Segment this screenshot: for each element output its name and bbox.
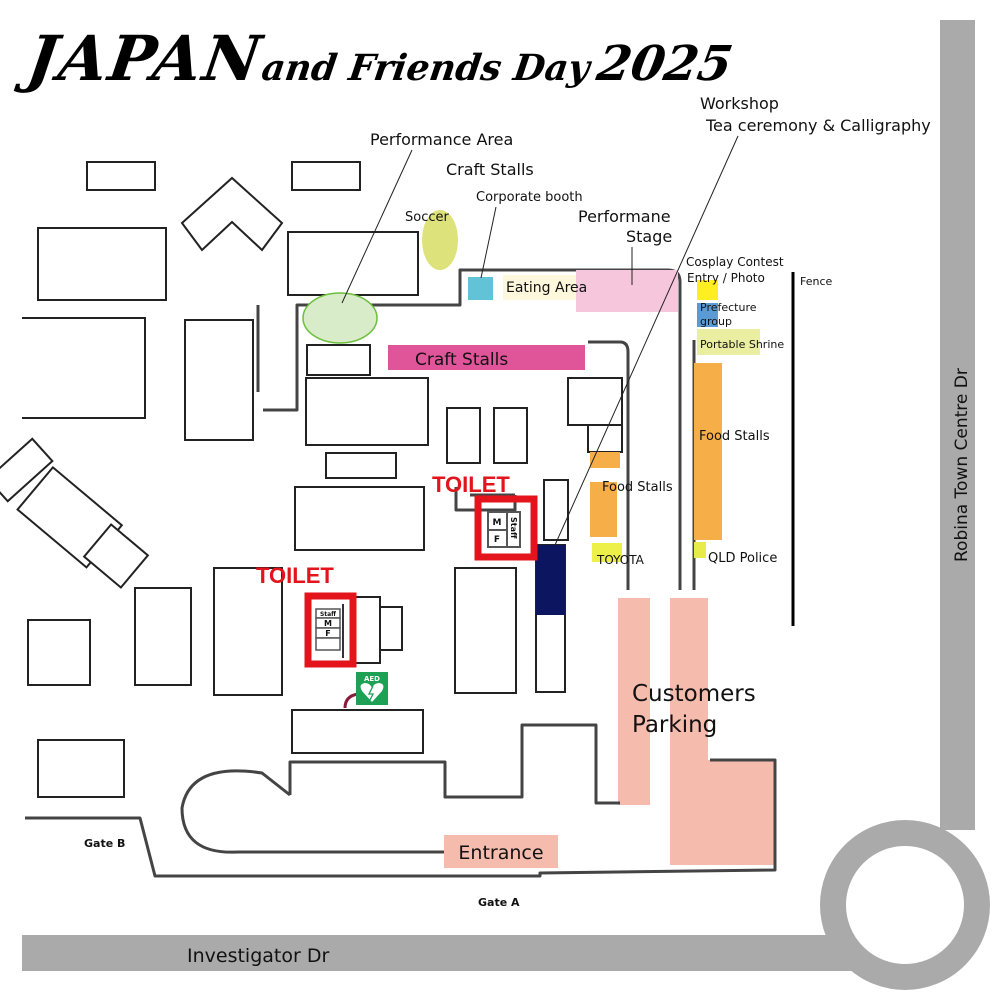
aed-sign[interactable]: AED [356,672,388,705]
cosplay-label: Cosplay Contest [686,255,784,269]
corporate-booth-label: Corporate booth [476,190,583,205]
toilet-staff-label: Staff [509,517,518,539]
roundabout [820,820,990,990]
eating-area-zone[interactable] [503,275,580,300]
toilet-left[interactable]: Staff M F [304,592,357,668]
cosplay-zone[interactable] [697,280,718,300]
corporate-booth-zone[interactable] [468,277,493,300]
buildings [0,161,623,798]
prefecture-label: Prefecture [700,301,757,314]
parking-area [618,598,776,865]
aed-label: AED [364,675,380,683]
heart-bolt-icon [360,683,384,702]
performance-stage-label: Performane [578,207,671,226]
road-robina-town-centre [940,20,975,830]
robina-town-centre-dr-label: Robina Town Centre Dr [952,368,972,562]
aed-pointer [343,692,359,709]
road-investigator [22,935,852,971]
food-stalls-mid-zone[interactable] [590,482,617,537]
gate-a-label[interactable]: Gate A [478,896,520,909]
leader-lines [341,135,739,546]
performance-area-zone[interactable] [302,292,378,344]
qld-police-zone[interactable] [694,542,706,558]
portable-shrine-zone[interactable] [697,329,760,355]
toilet-m-label: M [493,518,502,528]
eating-area-label: Eating Area [506,280,587,296]
food-stalls-right-zone[interactable] [694,363,722,540]
toyota-label: TOYOTA [596,553,645,567]
portable-shrine-label: Portable Shrine [700,338,784,351]
toilet-f-label: F [494,535,500,545]
craft-stalls-zone[interactable] [388,345,585,370]
food-stalls-small-zone[interactable] [590,452,620,468]
toilet-f-label: F [325,629,330,638]
craft-stalls-label: Craft Stalls [415,350,508,370]
fence-label: Fence [800,275,833,288]
toilet-left-label: TOILET [256,563,334,588]
gate-b-label[interactable]: Gate B [84,837,125,850]
qld-police-label: QLD Police [708,551,777,566]
toilet-right-label: TOILET [432,472,510,497]
craft-stalls-top-label: Craft Stalls [446,160,534,179]
toilet-staff-label: Staff [320,611,336,618]
workshop-block[interactable] [536,545,565,615]
toyota-zone[interactable] [592,543,622,562]
cosplay-label-2: Entry / Photo [687,271,765,285]
food-stalls-mid-label: Food Stalls [602,480,673,495]
performance-area-label: Performance Area [370,130,513,149]
workshop-label-2: Tea ceremony & Calligraphy [705,116,931,135]
performance-stage-zone[interactable] [576,270,678,312]
soccer-zone[interactable] [422,210,458,270]
performance-stage-label-2: Stage [626,227,672,246]
customers-parking-label-2: Parking [632,712,717,738]
prefecture-zone[interactable] [697,303,718,327]
soccer-label: Soccer [405,210,449,225]
workshop-label: Workshop [700,94,779,113]
food-stalls-right-label: Food Stalls [699,429,770,444]
entrance-block[interactable] [444,835,558,868]
investigator-dr-label: Investigator Dr [187,945,329,967]
toilet-right[interactable]: M F Staff [474,495,538,561]
customers-parking-label: Customers [632,681,756,707]
entrance-label: Entrance [458,842,543,864]
toilet-m-label: M [324,619,332,628]
prefecture-label-2: group [700,315,732,328]
